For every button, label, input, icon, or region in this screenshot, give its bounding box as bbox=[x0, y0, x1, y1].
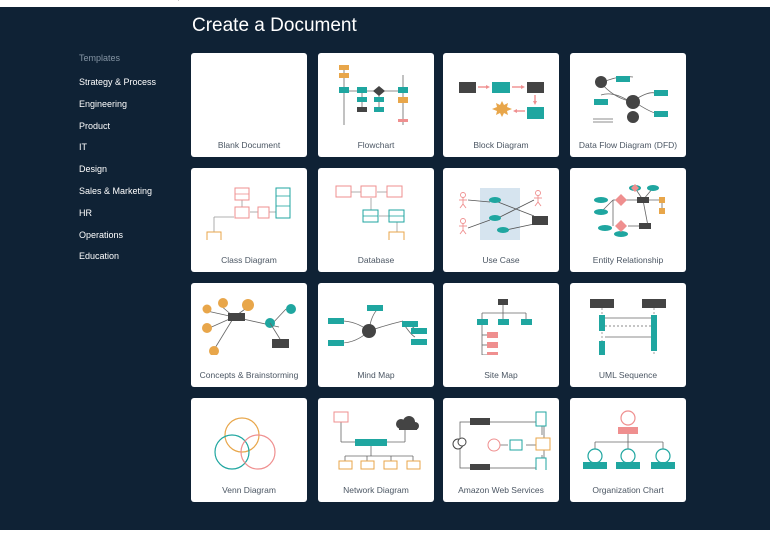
template-card-label: Mind Map bbox=[357, 370, 395, 380]
template-card-organization-chart[interactable]: Organization Chart bbox=[570, 398, 686, 502]
template-card-use-case[interactable]: Use Case bbox=[443, 168, 559, 272]
page-title: Create a Document bbox=[192, 15, 357, 36]
template-card-amazon-web-services[interactable]: Amazon Web Services bbox=[443, 398, 559, 502]
sidebar-item-design[interactable]: Design bbox=[79, 164, 108, 175]
top-divider bbox=[178, 0, 179, 1]
template-card-label: Amazon Web Services bbox=[458, 485, 544, 495]
template-card-database[interactable]: Database bbox=[318, 168, 434, 272]
template-card-mind-map[interactable]: Mind Map bbox=[318, 283, 434, 387]
template-card-label: Database bbox=[357, 255, 395, 265]
sidebar-caption: Templates bbox=[79, 53, 121, 63]
template-card-venn-diagram[interactable]: Venn Diagram bbox=[191, 398, 307, 502]
sidebar-nav: Strategy & Process Engineering Product I… bbox=[79, 75, 156, 271]
entity-relationship-icon bbox=[594, 184, 665, 237]
uml-sequence-icon bbox=[590, 299, 666, 355]
block-diagram-icon bbox=[459, 82, 544, 119]
template-card-class-diagram[interactable]: Class Diagram bbox=[191, 168, 307, 272]
template-card-label: Flowchart bbox=[357, 140, 395, 150]
sidebar-item-product[interactable]: Product bbox=[79, 120, 111, 131]
template-card-site-map[interactable]: Site Map bbox=[443, 283, 559, 387]
sidebar-item-education[interactable]: Education bbox=[79, 251, 120, 262]
template-card-label: Site Map bbox=[484, 370, 518, 380]
template-card-label: Class Diagram bbox=[221, 255, 277, 265]
site-map-icon bbox=[477, 299, 532, 355]
database-icon bbox=[335, 185, 405, 240]
template-card-flowchart[interactable]: Flowchart bbox=[318, 53, 434, 157]
class-diagram-icon bbox=[206, 187, 291, 240]
data-flow-diagram-icon bbox=[593, 76, 668, 123]
blank-document-icon bbox=[194, 55, 304, 125]
template-card-label: Network Diagram bbox=[343, 485, 409, 495]
mind-map-icon bbox=[328, 305, 427, 346]
template-card-concepts-brainstorming[interactable]: Concepts & Brainstorming bbox=[191, 283, 307, 387]
template-card-data-flow-diagram[interactable]: Data Flow Diagram (DFD) bbox=[570, 53, 686, 157]
organization-chart-icon bbox=[583, 410, 675, 469]
sidebar-item-engineering[interactable]: Engineering bbox=[79, 98, 128, 109]
template-card-label: Block Diagram bbox=[473, 140, 529, 150]
amazon-web-services-icon bbox=[452, 411, 551, 470]
sidebar-item-sales-marketing[interactable]: Sales & Marketing bbox=[79, 185, 153, 196]
sidebar: Templates Strategy & Process Engineering… bbox=[0, 7, 178, 530]
template-card-label: Concepts & Brainstorming bbox=[199, 370, 299, 380]
concepts-brainstorming-icon bbox=[202, 298, 296, 355]
template-card-label: UML Sequence bbox=[598, 370, 658, 380]
template-card-blank-document[interactable]: Blank Document bbox=[191, 53, 307, 157]
template-card-block-diagram[interactable]: Block Diagram bbox=[443, 53, 559, 157]
template-card-label: Use Case bbox=[482, 255, 520, 265]
sidebar-item-operations[interactable]: Operations bbox=[79, 229, 124, 240]
template-card-label: Venn Diagram bbox=[222, 485, 276, 495]
template-card-label: Blank Document bbox=[217, 140, 281, 150]
template-card-label: Data Flow Diagram (DFD) bbox=[578, 140, 678, 150]
template-card-network-diagram[interactable]: Network Diagram bbox=[318, 398, 434, 502]
template-card-entity-relationship[interactable]: Entity Relationship bbox=[570, 168, 686, 272]
use-case-icon bbox=[459, 188, 548, 240]
template-card-uml-sequence[interactable]: UML Sequence bbox=[570, 283, 686, 387]
create-document-screen: Templates Strategy & Process Engineering… bbox=[0, 7, 770, 530]
sidebar-item-strategy-process[interactable]: Strategy & Process bbox=[79, 77, 157, 87]
template-card-label: Organization Chart bbox=[592, 485, 664, 495]
flowchart-icon bbox=[339, 65, 408, 125]
sidebar-item-it[interactable]: IT bbox=[79, 142, 87, 153]
network-diagram-icon bbox=[333, 411, 421, 470]
template-card-label: Entity Relationship bbox=[592, 255, 664, 265]
venn-diagram-icon bbox=[214, 417, 276, 470]
sidebar-item-hr[interactable]: HR bbox=[79, 207, 92, 218]
